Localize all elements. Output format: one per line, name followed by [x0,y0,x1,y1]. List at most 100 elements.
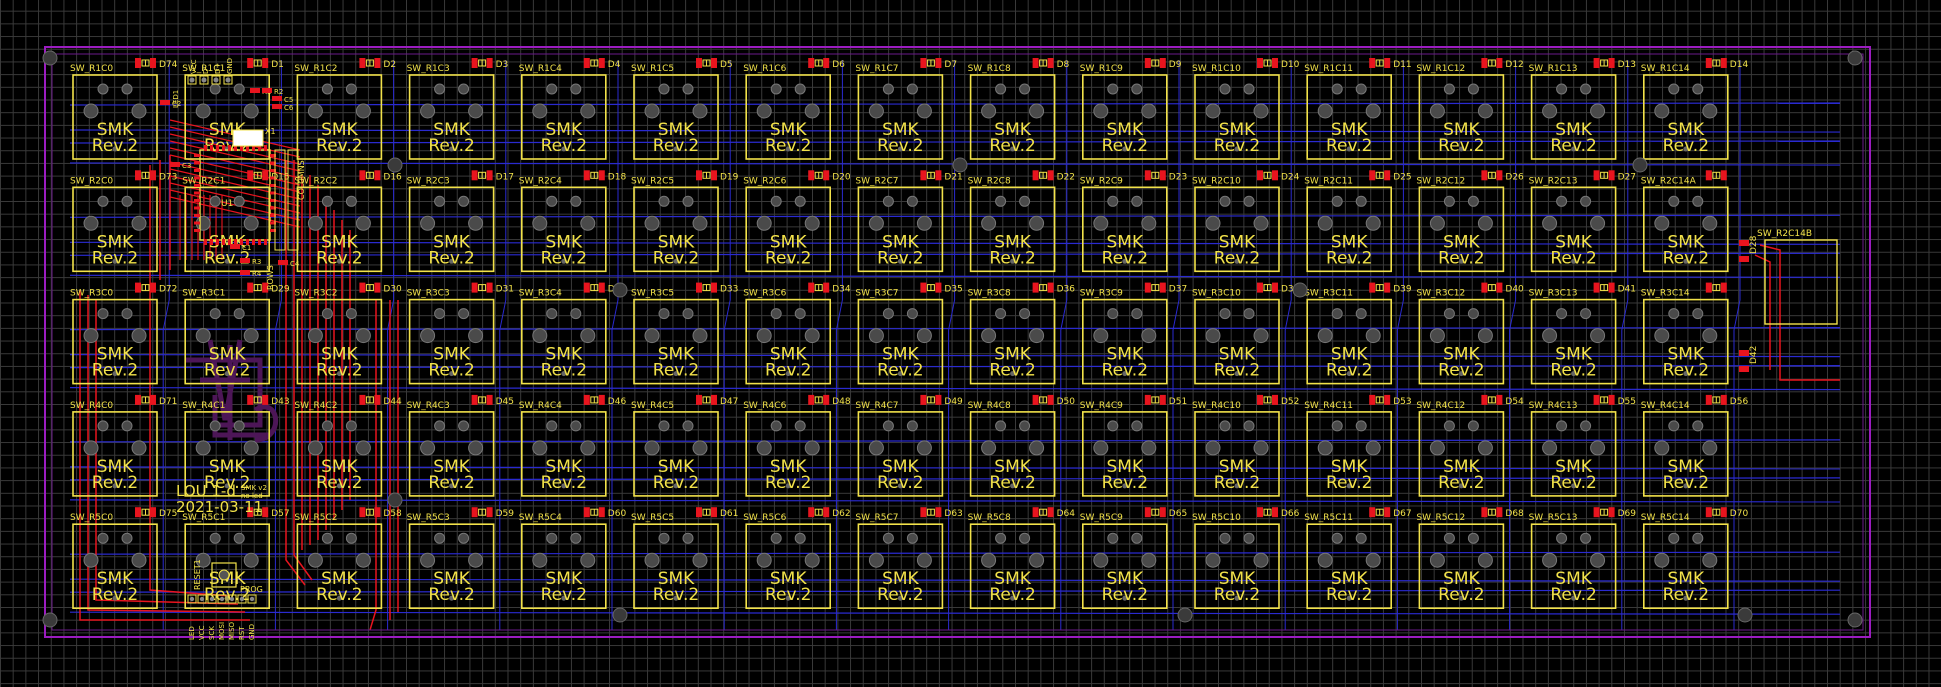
switch-pad [1668,195,1680,207]
bottom-copper-traces [69,60,1841,630]
bottom-trace [1621,60,1629,630]
switch-hole [673,595,679,601]
crystal [232,129,264,147]
mounting-hole [1632,157,1648,173]
switch-ref-label: SW_R4C4 [519,401,562,411]
switch-outline [184,411,270,497]
switch-hole [449,595,455,601]
switch-pad [1355,83,1367,95]
switch-model-label: SMK [1219,345,1256,365]
switch-pad [468,103,484,119]
switch-pad [1580,308,1592,320]
diode-pad [150,282,156,293]
diode: D61 [696,507,738,519]
diode-pad [696,170,702,181]
diode-pad [696,394,702,405]
diode: D54 [1481,394,1524,407]
diode-label: D45 [496,397,514,407]
switch-pad [243,328,259,344]
diode-pad [1144,507,1151,518]
mcu-pin [194,206,200,210]
switch-pad [1093,328,1109,344]
switch-hole [1234,146,1240,152]
switch-pad [195,103,211,119]
switch-ref-label: SW_R2C3 [407,176,450,186]
switch-pad [1131,195,1143,207]
switch-pad [1692,532,1704,544]
diode-label: D67 [1393,509,1411,519]
switch-rev-label: Rev.2 [989,136,1035,156]
switch-pad [1205,215,1221,231]
switch-pad [97,308,109,320]
diode: D14 [1705,58,1748,70]
switch-hole [897,483,903,489]
switch-hole [1683,483,1689,489]
prog-label: PROG [240,585,263,594]
switch-ref-label: SW_R2C13 [1529,176,1578,186]
switch-pad [804,103,820,119]
switch-pad [692,103,708,119]
diode-pad [1369,507,1376,518]
switch-pad [532,103,548,119]
diode-pad [262,58,269,68]
switch-pad [307,440,323,456]
diode-pad [1144,394,1151,405]
switch-pad [1107,83,1119,95]
switch-pad [981,328,997,344]
switch-rev-label: Rev.2 [1550,248,1596,268]
switch-hole [336,371,342,377]
mcu-pin [194,229,200,232]
diode-pad [1257,170,1263,181]
switch-ref-label: SW_R5C10 [1192,513,1241,523]
switch-pad [1590,440,1606,456]
switch-ref-label: SW_R2C14B [1757,229,1812,239]
diode-label: D21 [944,172,962,182]
switch-pad [1317,552,1333,568]
switch-rev-label: Rev.2 [1102,473,1148,493]
switch-outline [1530,411,1617,497]
switch-pad [209,83,221,95]
bottom-trace [835,60,843,630]
diode: D57 [247,507,290,519]
diode: D66 [1257,507,1300,519]
diode-label: D55 [1618,397,1636,407]
reset-button [211,562,237,588]
switch-pad [1243,308,1255,320]
diode-pad [247,170,254,181]
prog-pin [227,594,237,604]
diode-pad [1593,394,1600,405]
diode-label: D8 [1057,60,1070,70]
switch-pad [1131,532,1143,544]
prog-pin [187,594,197,604]
switch-hole [1458,146,1464,152]
switch-pad [658,420,670,432]
bottom-trace [499,60,507,630]
diode-label: D25 [1393,172,1411,182]
switch-pad [420,103,436,119]
switch-pad [1019,532,1031,544]
switch-pad [307,552,323,568]
bottom-trace [69,578,1841,582]
mcu-pin [210,145,213,151]
diode: D25 [1369,170,1412,182]
switch-pad [794,532,806,544]
switch-outline [633,411,719,497]
prog-hole [239,596,245,602]
switch-pad [83,552,99,568]
switch-pad [458,83,470,95]
diode-pad [920,507,927,518]
diode: D59 [471,507,514,519]
switch-outline [1643,411,1729,497]
switch-outline [520,298,607,385]
switch-rev-label: Rev.2 [1663,136,1709,156]
switch-pad [644,328,660,344]
switch-pad [916,440,932,456]
switch-pad [1429,103,1445,119]
switch-pad [1141,328,1157,344]
diode-pad [935,170,942,181]
diode-pad [471,170,478,181]
switch-model-label: SMK [97,569,134,589]
switch-pad [434,195,446,207]
